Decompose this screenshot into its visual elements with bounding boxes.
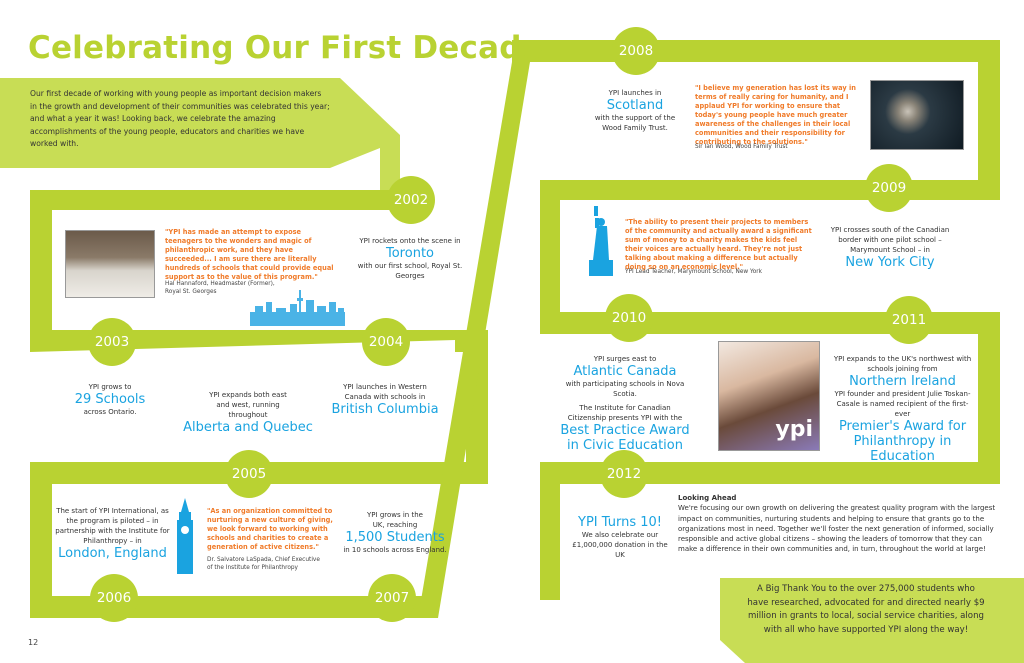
quote-laspada-attribution: Dr. Salvatore LaSpada, Chief Executive o… bbox=[207, 557, 320, 571]
year-badge-2006: 2006 bbox=[90, 574, 138, 622]
quote-wood-attribution: Sir Ian Wood, Wood Family Trust bbox=[695, 144, 788, 150]
quote-hannaford-attribution: Hal Hannaford, Headmaster (Former), Roya… bbox=[165, 281, 275, 295]
ypi-sign-text: ypi bbox=[775, 417, 813, 442]
milestone-2012-post: We also celebrate our £1,000,000 donatio… bbox=[572, 531, 668, 559]
milestone-2009-pre: YPI crosses south of the Canadian border… bbox=[830, 226, 950, 254]
year-badge-2010: 2010 bbox=[605, 294, 653, 342]
looking-ahead-body: We're focusing our own growth on deliver… bbox=[678, 504, 996, 554]
milestone-2012: YPI Turns 10! We also celebrate our £1,0… bbox=[570, 515, 670, 560]
milestone-2003-highlight: 29 Schools bbox=[74, 392, 146, 407]
statue-of-liberty-icon bbox=[589, 206, 613, 276]
milestone-2011: YPI expands to the UK's northwest with s… bbox=[830, 354, 975, 464]
milestone-2003-post: across Ontario. bbox=[83, 408, 137, 416]
year-badge-2004: 2004 bbox=[362, 318, 410, 366]
milestone-2004: YPI launches in Western Canada with scho… bbox=[330, 382, 440, 417]
quote-laspada: "As an organization committed to nurturi… bbox=[207, 507, 333, 551]
quote-marymount: "The ability to present their projects t… bbox=[625, 218, 812, 271]
year-badge-2009: 2009 bbox=[865, 164, 913, 212]
milestone-2006-highlight: London, England bbox=[58, 546, 167, 561]
milestone-2009: YPI crosses south of the Canadian border… bbox=[830, 225, 950, 270]
milestone-2002-highlight: Toronto bbox=[386, 246, 434, 261]
milestone-2008: YPI launches in Scotland with the suppor… bbox=[585, 88, 685, 133]
milestone-2008-post: with the support of the Wood Family Trus… bbox=[594, 114, 676, 132]
year-badge-2002: 2002 bbox=[387, 176, 435, 224]
milestone-2006-pre: The start of YPI International, as the p… bbox=[55, 507, 170, 545]
speaker-photo bbox=[870, 80, 964, 150]
milestone-2012-highlight: YPI Turns 10! bbox=[578, 515, 662, 530]
intro-text: Our first decade of working with young p… bbox=[30, 89, 330, 149]
milestone-2010: YPI surges east to Atlantic Canada with … bbox=[555, 354, 695, 453]
cheque-photo bbox=[65, 230, 155, 298]
quote-marymount-attribution: YPI Lead Teacher, Marymount School, New … bbox=[625, 269, 763, 275]
milestone-2010-highlight: Atlantic Canada bbox=[573, 364, 677, 379]
milestone-2002: YPI rockets onto the scene in Toronto wi… bbox=[355, 236, 465, 281]
year-badge-2005: 2005 bbox=[225, 450, 273, 498]
milestone-2011-highlight2: Premier's Award for Philanthropy in Educ… bbox=[838, 419, 967, 464]
milestone-2006: The start of YPI International, as the p… bbox=[55, 506, 170, 561]
quote-hannaford: "YPI has made an attempt to expose teena… bbox=[165, 228, 334, 281]
big-ben-icon bbox=[177, 498, 193, 574]
milestone-2011-pre: YPI expands to the UK's northwest with s… bbox=[833, 355, 972, 373]
toronto-skyline-icon bbox=[250, 290, 345, 326]
year-badge-2012: 2012 bbox=[600, 450, 648, 498]
milestone-2004-highlight: British Columbia bbox=[331, 402, 439, 417]
looking-ahead: Looking Ahead We're focusing our own gro… bbox=[678, 493, 998, 555]
milestone-2004-pre: YPI launches in Western Canada with scho… bbox=[343, 383, 427, 401]
year-badge-2008: 2008 bbox=[612, 27, 660, 75]
page-number: 12 bbox=[28, 638, 39, 647]
milestone-2002-pre: YPI rockets onto the scene in bbox=[359, 237, 461, 245]
milestone-2007-post: in 10 schools across England. bbox=[343, 546, 447, 554]
milestone-2004b-highlight: Alberta and Quebec bbox=[183, 420, 313, 435]
milestone-2010-pre: YPI surges east to bbox=[593, 355, 657, 363]
milestone-2007: YPI grows in the UK, reaching 1,500 Stud… bbox=[340, 510, 450, 555]
year-badge-2011: 2011 bbox=[885, 296, 933, 344]
milestone-2007-pre: YPI grows in the UK, reaching bbox=[367, 511, 423, 529]
page-title: Celebrating Our First Decade bbox=[28, 30, 543, 66]
milestone-2008-highlight: Scotland bbox=[606, 98, 664, 113]
milestone-2003: YPI grows to 29 Schools across Ontario. bbox=[60, 382, 160, 417]
milestone-2011-highlight: Northern Ireland bbox=[849, 374, 956, 389]
looking-ahead-heading: Looking Ahead bbox=[678, 494, 737, 502]
year-badge-2003: 2003 bbox=[88, 318, 136, 366]
milestone-2010-highlight2: Best Practice Award in Civic Education bbox=[560, 423, 690, 453]
thank-you-note: A Big Thank You to the over 275,000 stud… bbox=[747, 584, 985, 635]
milestone-2007-highlight: 1,500 Students bbox=[345, 530, 445, 545]
milestone-2004b: YPI expands both east and west, running … bbox=[183, 390, 313, 435]
milestone-2011-pre2: YPI founder and president Julie Toskan-C… bbox=[834, 390, 971, 418]
milestone-2004b-pre: YPI expands both east and west, running … bbox=[209, 391, 287, 419]
milestone-2002-post: with our first school, Royal St. Georges bbox=[357, 262, 463, 280]
milestone-2010-post: with participating schools in Nova Scoti… bbox=[565, 380, 685, 398]
milestone-2008-pre: YPI launches in bbox=[608, 89, 662, 97]
students-photo: ypi bbox=[718, 341, 820, 451]
year-badge-2007: 2007 bbox=[368, 574, 416, 622]
milestone-2010-pre2: The Institute for Canadian Citizenship p… bbox=[567, 404, 683, 422]
milestone-2009-highlight: New York City bbox=[845, 255, 935, 270]
milestone-2003-pre: YPI grows to bbox=[88, 383, 132, 391]
quote-wood: "I believe my generation has lost its wa… bbox=[695, 84, 856, 146]
